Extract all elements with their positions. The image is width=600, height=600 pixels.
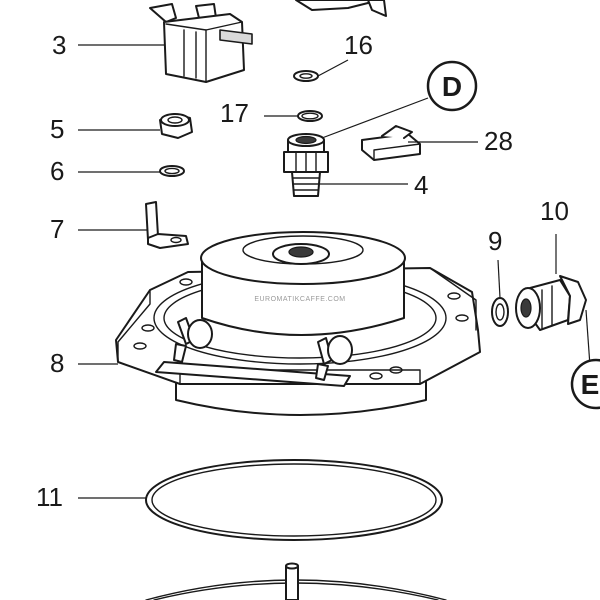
detail-label-e: E (581, 369, 600, 400)
callout-10: 10 (540, 196, 569, 226)
callout-3: 3 (52, 30, 66, 60)
callout-6: 6 (50, 156, 64, 186)
callout-8: 8 (50, 348, 64, 378)
part-11-gasket (145, 459, 443, 541)
part-17-oring (297, 110, 323, 122)
part-5-hex-nut (159, 113, 193, 139)
callout-4: 4 (414, 170, 428, 200)
callout-numbers: 3 16 17 5 6 28 4 7 10 9 8 11 (36, 30, 569, 512)
part-4-fitting (283, 133, 329, 197)
part-6-washer (159, 165, 185, 177)
callout-16: 16 (344, 30, 373, 60)
callout-28: 28 (484, 126, 513, 156)
part-16-washer (293, 70, 319, 82)
top-cutoff-part (295, 0, 387, 17)
detail-marker-d: D (426, 60, 478, 112)
callout-7: 7 (50, 214, 64, 244)
part-9-washer (491, 297, 509, 327)
part-3-connector (149, 3, 253, 83)
detail-marker-e: E (570, 358, 600, 410)
callout-11: 11 (36, 482, 63, 512)
detail-label-d: D (442, 71, 462, 102)
part-8-boiler-head (115, 231, 481, 416)
callout-9: 9 (488, 226, 502, 256)
watermark-text: EUROMATIKCAFFE.COM (254, 296, 345, 303)
part-10-fitting (515, 275, 587, 331)
part-7-bracket (145, 201, 189, 249)
callout-5: 5 (50, 114, 64, 144)
bottom-cutoff-part (145, 562, 447, 600)
leader-lines (78, 44, 591, 499)
callout-17: 17 (220, 98, 249, 128)
part-28-clip (361, 125, 421, 161)
